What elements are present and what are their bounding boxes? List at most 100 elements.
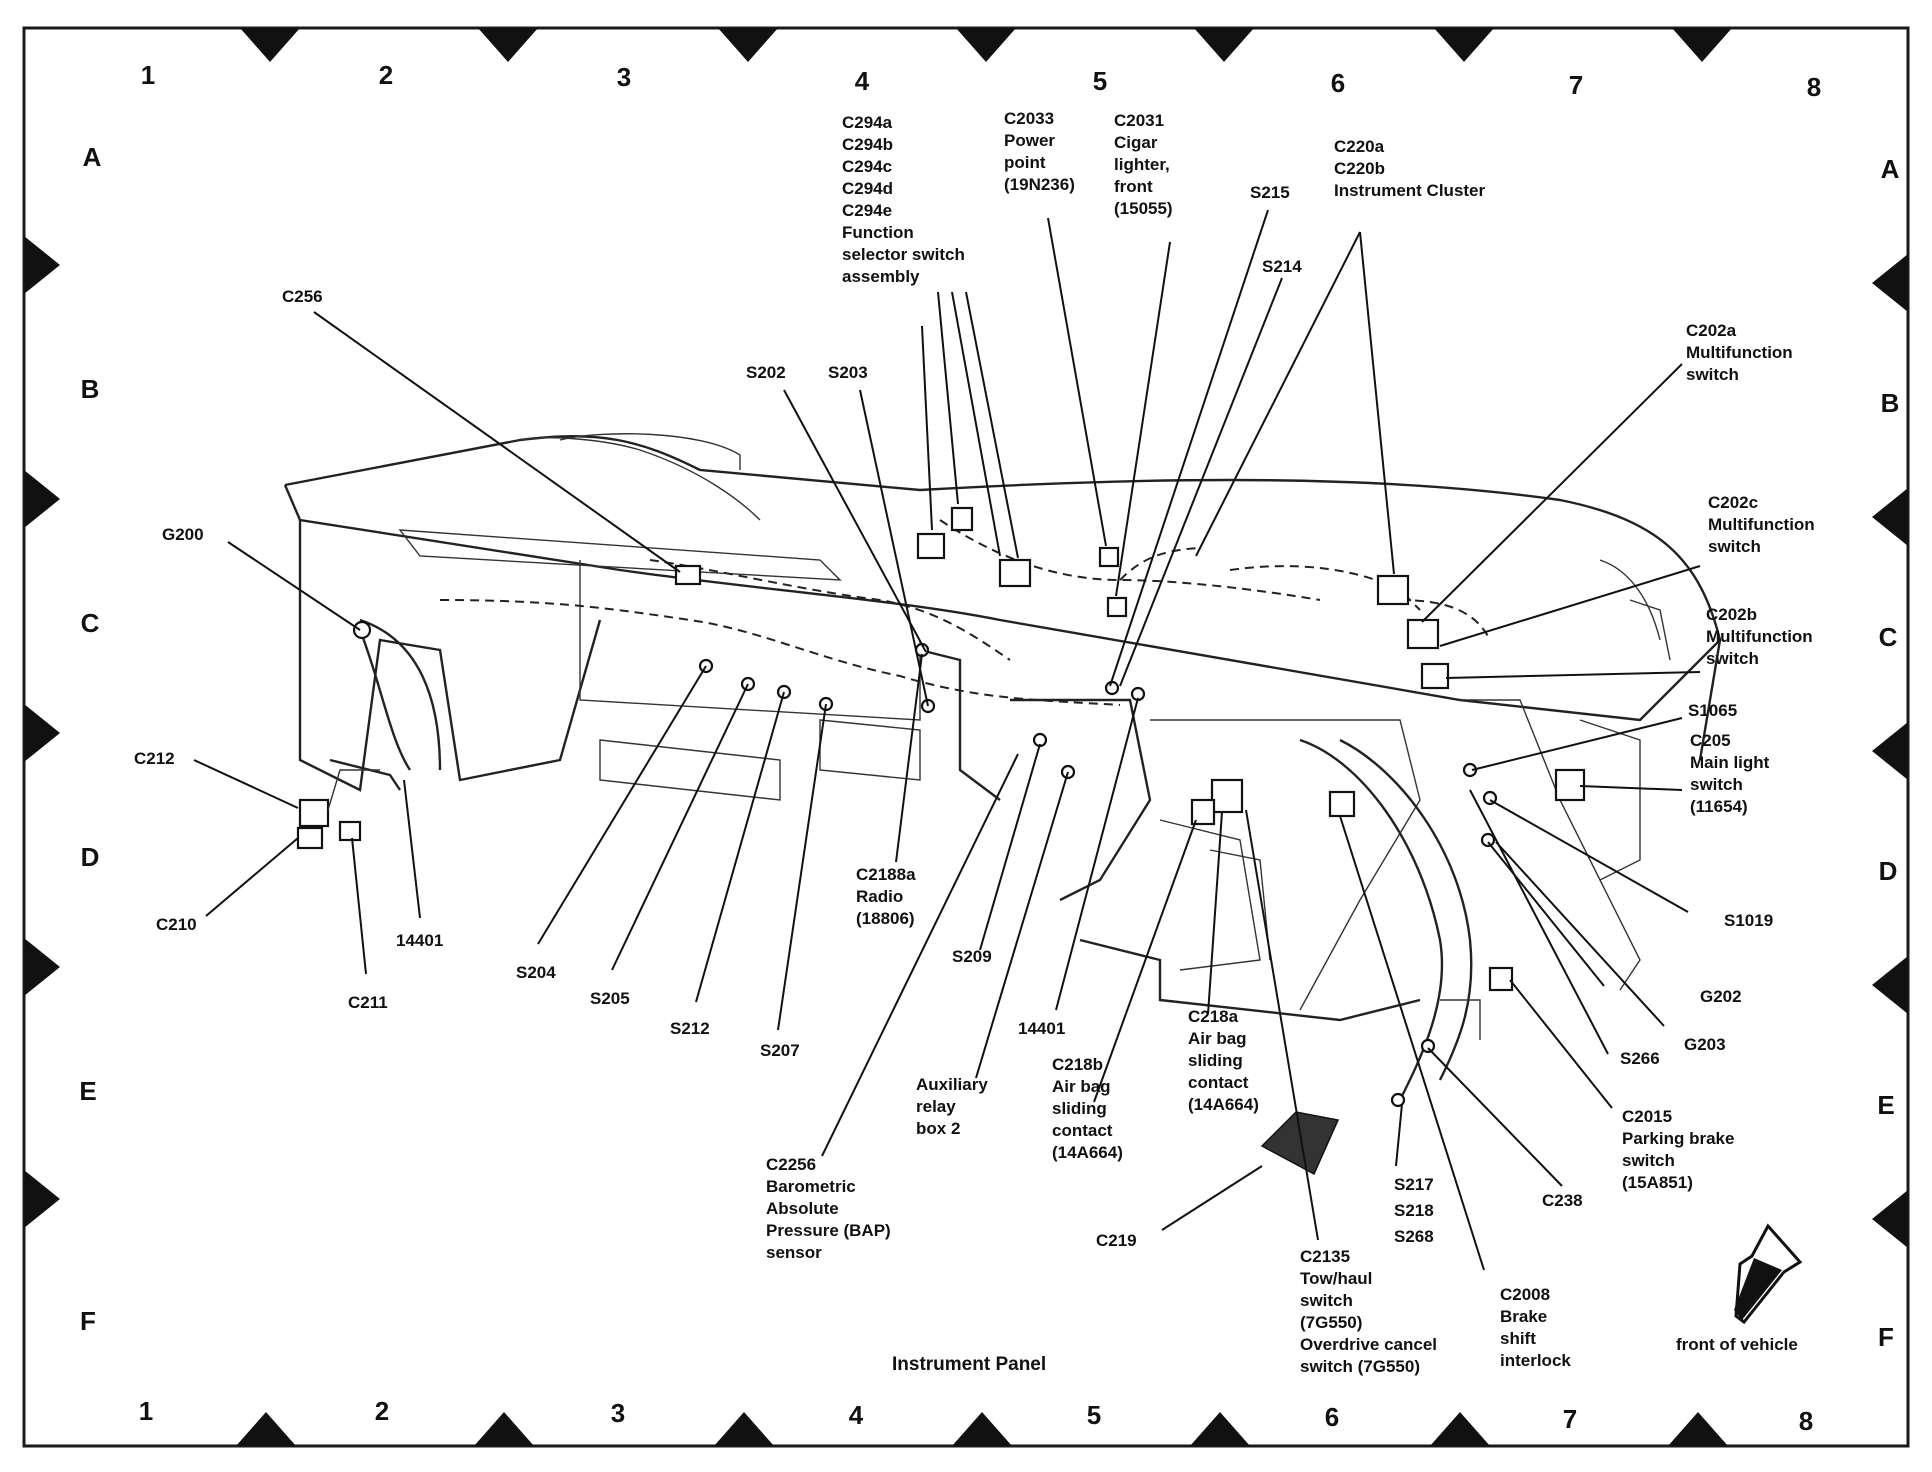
grid-row-e-right: E — [1877, 1090, 1894, 1120]
connector-c212 — [298, 798, 330, 828]
leader-lines — [193, 209, 1701, 1271]
callout-c212: C212 — [134, 749, 175, 768]
callout-s207: S207 — [760, 1041, 800, 1060]
callout-s205: S205 — [590, 989, 630, 1008]
grid-col-5-top: 5 — [1093, 66, 1107, 96]
callout-c210: C210 — [156, 915, 197, 934]
grid-col-6-bottom: 6 — [1325, 1402, 1339, 1432]
connector-c2031 — [1106, 596, 1128, 618]
connector-c219 — [1260, 1111, 1340, 1176]
callout-s202: S202 — [746, 363, 786, 382]
ground-g200 — [352, 620, 372, 640]
callout-g200: G200 — [162, 525, 204, 544]
callout-c219: C219 — [1096, 1231, 1137, 1250]
callout-c256: C256 — [282, 287, 323, 306]
grid-row-b-right: B — [1881, 388, 1900, 418]
connector-c202a — [1406, 618, 1440, 650]
grid-col-3-bottom: 3 — [611, 1398, 625, 1428]
callout-c238: C238 — [1542, 1191, 1583, 1210]
connector-c210 — [296, 826, 324, 850]
front-of-vehicle-label: front of vehicle — [1676, 1335, 1798, 1354]
grid-column-labels-top: 1 2 3 4 5 6 7 8 — [141, 60, 1821, 102]
callout-s1019: S1019 — [1724, 911, 1773, 930]
grid-row-f-left: F — [80, 1306, 96, 1336]
callout-c2033: C2033 Power point (19N236) — [1004, 109, 1075, 194]
callout-14401-center: 14401 — [1018, 1019, 1065, 1038]
grid-column-labels-bottom: 1 2 3 4 5 6 7 8 — [139, 1396, 1813, 1436]
callout-c211: C211 — [348, 993, 388, 1012]
grid-col-8-top: 8 — [1807, 72, 1821, 102]
connector-c2008 — [1328, 790, 1356, 818]
callouts: C294a C294b C294c C294d C294e Function s… — [134, 109, 1819, 1376]
callout-s203: S203 — [828, 363, 868, 382]
callout-aux-relay: Auxiliary relay box 2 — [916, 1075, 993, 1138]
connector-c211 — [338, 820, 362, 842]
grid-col-7-bottom: 7 — [1563, 1404, 1577, 1434]
grid-row-a-right: A — [1881, 154, 1900, 184]
connector-c2015 — [1488, 966, 1514, 992]
callout-c218a: C218a Air bag sliding contact (14A664) — [1188, 1007, 1259, 1114]
grid-row-labels-left: A B C D E F — [79, 142, 101, 1336]
callout-s209: S209 — [952, 947, 992, 966]
callout-c2015: C2015 Parking brake switch (15A851) — [1622, 1107, 1739, 1192]
instrument-panel-illustration — [283, 433, 1722, 1176]
grid-col-5-bottom: 5 — [1087, 1400, 1101, 1430]
grid-row-a-left: A — [83, 142, 102, 172]
grid-row-c-left: C — [81, 608, 100, 638]
callout-c2135: C2135 Tow/haul switch (7G550) Overdrive … — [1300, 1247, 1442, 1376]
grid-col-2-bottom: 2 — [375, 1396, 389, 1426]
callout-c202a: C202a Multifunction switch — [1686, 321, 1797, 384]
callout-s266: S266 — [1620, 1049, 1660, 1068]
grid-row-labels-right: A B C D E F — [1877, 154, 1899, 1352]
splice-markers — [698, 642, 1498, 1108]
connector-c202b — [1420, 662, 1450, 690]
grid-col-4-top: 4 — [855, 66, 870, 96]
callout-c218b: C218b Air bag sliding contact (14A664) — [1052, 1055, 1123, 1162]
front-of-vehicle-arrow-shadow-icon — [1734, 1258, 1782, 1320]
connector-c256 — [674, 564, 702, 586]
connector-c218a — [1210, 778, 1244, 814]
grid-row-d-left: D — [81, 842, 100, 872]
callout-s214: S214 — [1262, 257, 1302, 276]
grid-col-1-bottom: 1 — [139, 1396, 153, 1426]
grid-row-c-right: C — [1879, 622, 1898, 652]
callout-c2188a: C2188a Radio (18806) — [856, 865, 920, 928]
grid-col-1-top: 1 — [141, 60, 155, 90]
grid-col-7-top: 7 — [1569, 70, 1583, 100]
grid-col-4-bottom: 4 — [849, 1400, 864, 1430]
connector-c2033 — [1098, 546, 1120, 568]
callout-g203: G203 — [1684, 1035, 1726, 1054]
connector-c220 — [1376, 574, 1410, 606]
callout-s212: S212 — [670, 1019, 710, 1038]
grid-col-8-bottom: 8 — [1799, 1406, 1813, 1436]
callout-s204: S204 — [516, 963, 556, 982]
callout-c202b: C202b Multifunction switch — [1706, 605, 1817, 668]
callout-c205: C205 Main light switch (11654) — [1690, 731, 1774, 816]
grid-col-2-top: 2 — [379, 60, 393, 90]
diagram-frame — [22, 26, 1910, 1448]
grid-row-b-left: B — [81, 374, 100, 404]
callout-c220: C220a C220b Instrument Cluster — [1334, 137, 1486, 200]
grid-row-e-left: E — [79, 1076, 96, 1106]
grid-col-6-top: 6 — [1331, 68, 1345, 98]
grid-row-d-right: D — [1879, 856, 1898, 886]
connector-c294 — [916, 532, 946, 560]
callout-c2031: C2031 Cigar lighter, front (15055) — [1114, 111, 1174, 218]
grid-row-f-right: F — [1878, 1322, 1894, 1352]
callout-c2008: C2008 Brake shift interlock — [1500, 1285, 1571, 1370]
grid-markers — [24, 28, 1908, 1446]
callout-c202c: C202c Multifunction switch — [1708, 493, 1819, 556]
callout-c2256: C2256 Barometric Absolute Pressure (BAP)… — [766, 1155, 895, 1262]
callout-14401-left: 14401 — [396, 931, 443, 950]
diagram-caption: Instrument Panel — [892, 1354, 1046, 1375]
callout-s217: S217 S218 S268 — [1394, 1175, 1438, 1246]
connector-c218b — [1190, 798, 1216, 826]
connector-c205 — [1554, 768, 1586, 802]
callout-s215: S215 — [1250, 183, 1290, 202]
connector-c294b — [950, 506, 974, 532]
grid-col-3-top: 3 — [617, 62, 631, 92]
connector-c294c — [998, 558, 1032, 588]
callout-c294: C294a C294b C294c C294d C294e Function s… — [842, 113, 970, 286]
callout-s1065: S1065 — [1688, 701, 1737, 720]
